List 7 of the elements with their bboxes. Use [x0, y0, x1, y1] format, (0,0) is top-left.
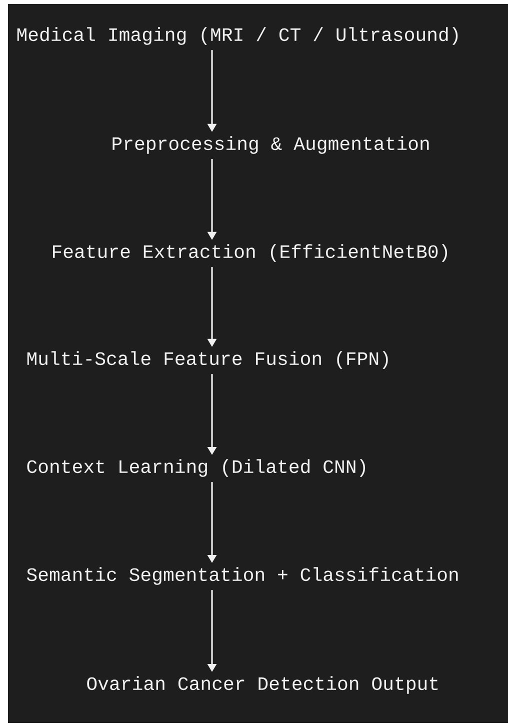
step-text: Semantic Segmentation + Classification [26, 567, 458, 585]
step-text: Ovarian Cancer Detection Output [87, 676, 438, 694]
step-text: Multi-Scale Feature Fusion (FPN) [27, 351, 388, 369]
step-text: Feature Extraction (EfficientNetB0) [53, 244, 447, 262]
step-text: Context Learning (Dilated CNN) [27, 459, 365, 477]
step-text: Preprocessing & Augmentation [112, 136, 429, 154]
step-text: Medical Imaging (MRI / CT / Ultrasound) [17, 27, 458, 45]
